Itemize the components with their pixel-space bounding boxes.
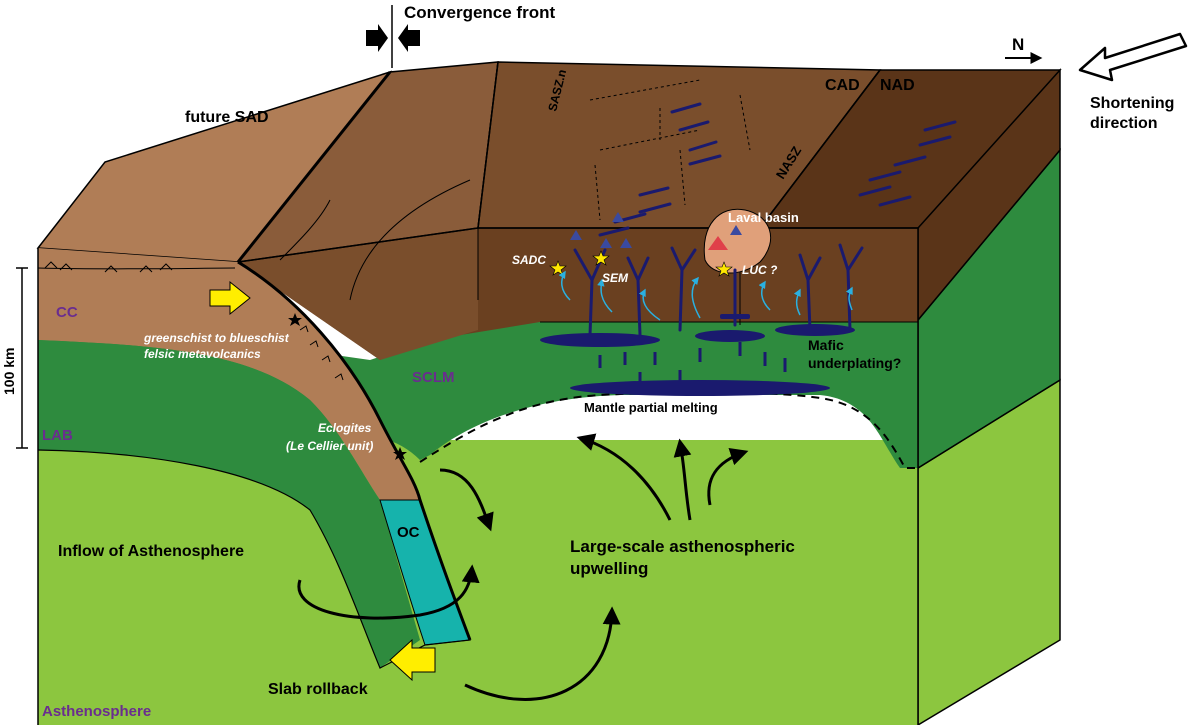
scale-bar [16, 267, 28, 449]
label-upwelling-1: Large-scale asthenospheric [570, 537, 795, 556]
label-eclogites-1: Eclogites [318, 421, 372, 435]
main-suture-top [236, 71, 392, 263]
star-markers [288, 250, 733, 460]
schist-ticks [44, 261, 344, 381]
melt-dikes [598, 342, 787, 384]
label-north: N [1012, 35, 1024, 54]
mantle-flow-arrows [297, 433, 749, 701]
label-oc: OC [397, 524, 420, 541]
front-face-crust-shadow [238, 228, 478, 360]
laval-volcano [708, 236, 728, 250]
internal-fault-2 [279, 199, 331, 261]
label-convergence-front: Convergence front [404, 3, 555, 22]
label-greenschist-1: greenschist to blueschist [143, 331, 290, 345]
convergence-arrow-left [366, 24, 388, 52]
nasz-fault-top [759, 69, 881, 229]
label-cad: CAD [825, 77, 860, 94]
subducting-continental-crust [38, 248, 420, 500]
label-slab-rollback: Slab rollback [268, 681, 368, 698]
internal-fault-1 [349, 179, 471, 301]
label-scale: 100 km [1, 348, 17, 395]
subducting-sclm [38, 340, 420, 668]
convergence-arrow-right [398, 24, 420, 52]
label-asthenosphere: Asthenosphere [42, 703, 151, 720]
label-luc: LUC ? [742, 263, 778, 277]
label-mafic-2: underplating? [808, 355, 901, 371]
magma-sills [540, 314, 855, 396]
yellow-rollback-arrow [389, 638, 436, 682]
yellow-convergence-arrow [209, 280, 251, 316]
label-mantle-melting: Mantle partial melting [584, 400, 718, 415]
magma-network [573, 243, 864, 337]
label-sadc: SADC [512, 253, 546, 267]
foliation-lines [589, 79, 751, 221]
fluid-arrows [558, 270, 853, 321]
label-shortening-2: direction [1090, 115, 1158, 132]
label-sclm: SCLM [412, 369, 455, 386]
label-mafic-1: Mafic [808, 337, 844, 353]
shortening-arrow [1078, 32, 1188, 82]
schist-zone-line [37, 267, 236, 270]
label-inflow: Inflow of Asthenosphere [58, 543, 244, 560]
label-upwelling-2: upwelling [570, 559, 648, 578]
laval-basin [703, 208, 772, 274]
label-sem: SEM [602, 271, 629, 285]
label-shortening-1: Shortening [1090, 95, 1174, 112]
label-nad: NAD [880, 77, 915, 94]
front-face-asthenosphere [38, 440, 918, 725]
label-lab: LAB [42, 427, 73, 444]
label-eclogites-2: (Le Cellier unit) [286, 439, 373, 453]
sasz-fault-top [477, 61, 499, 229]
label-future-sad: future SAD [185, 109, 269, 126]
label-laval-basin: Laval basin [728, 210, 799, 225]
volcano-markers [570, 212, 742, 248]
label-greenschist-2: felsic metavolcanics [144, 347, 261, 361]
label-cc: CC [56, 304, 78, 321]
suture-thrust-line [237, 260, 472, 641]
